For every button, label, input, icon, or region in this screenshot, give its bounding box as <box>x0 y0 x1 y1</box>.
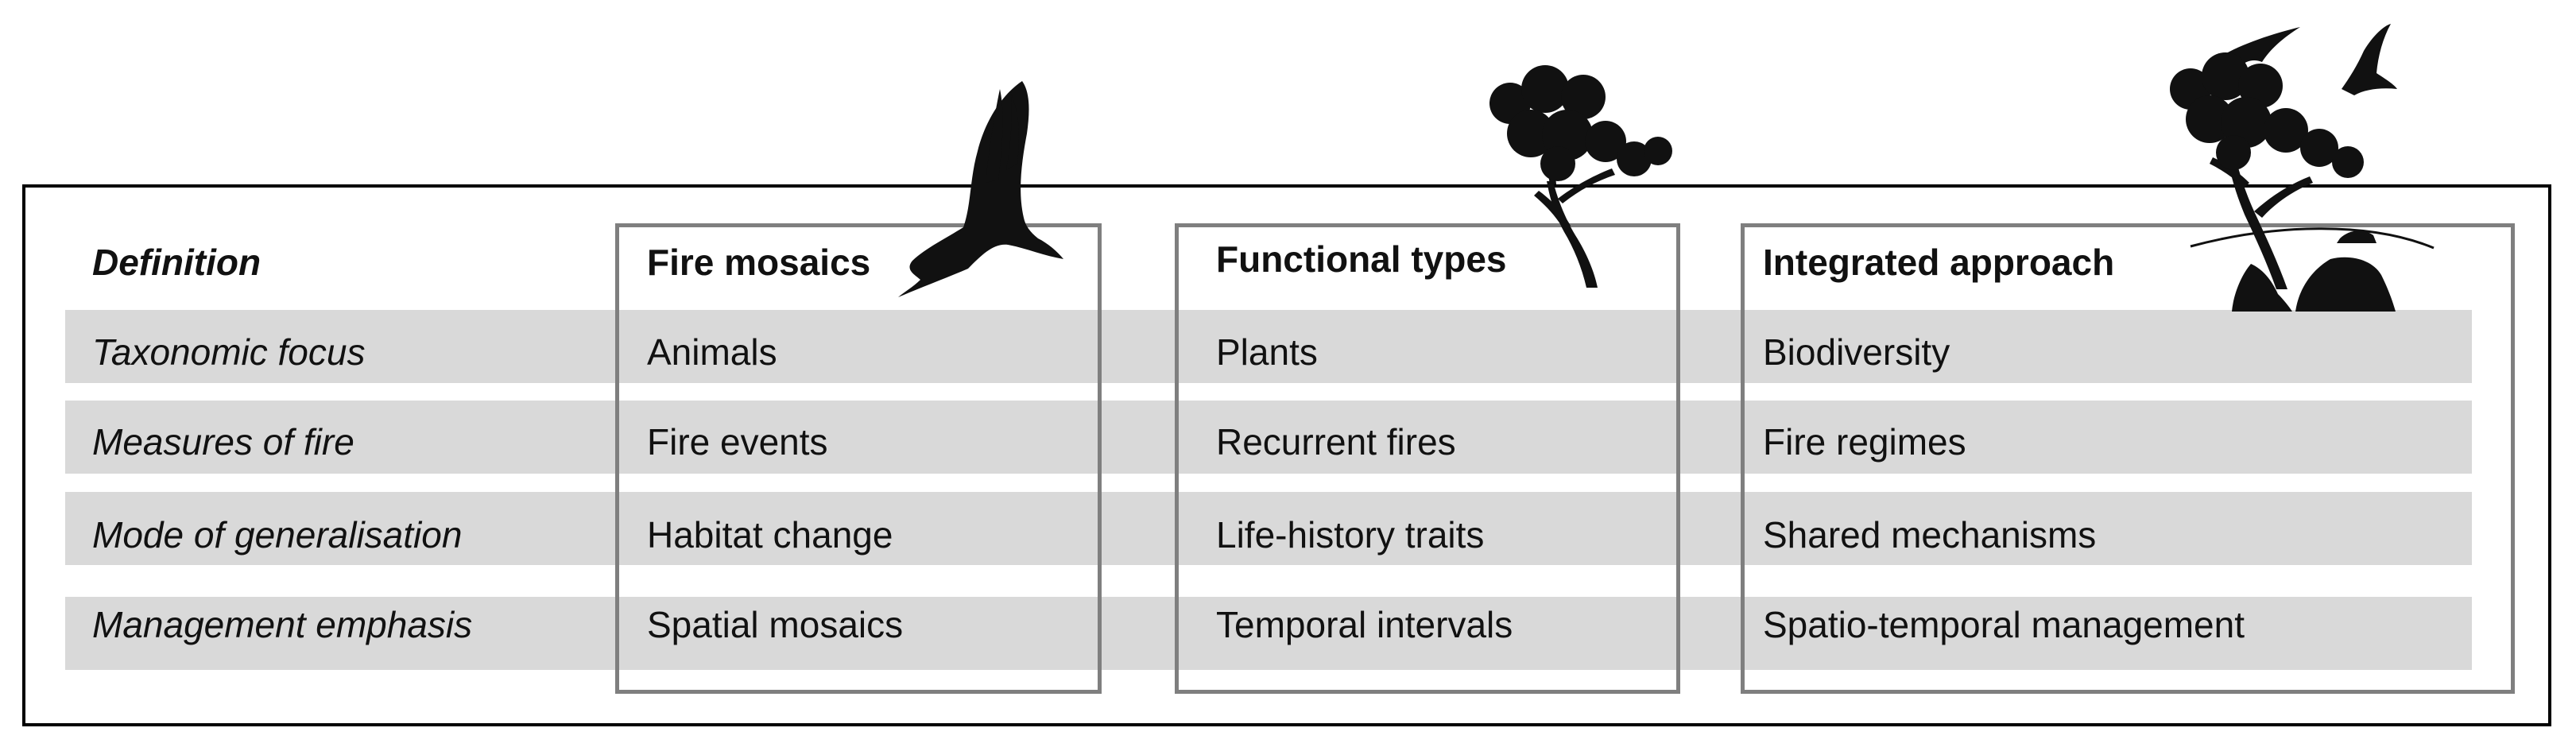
column-box-integrated-approach <box>1741 223 2515 694</box>
cell-management-emphasis-functional-types: Temporal intervals <box>1216 604 1513 645</box>
tree-with-grass-and-birds-icon <box>2170 24 2435 312</box>
tree-silhouette-icon <box>1489 65 1672 288</box>
cell-measures-of-fire-integrated-approach: Fire regimes <box>1763 421 1966 463</box>
cell-management-emphasis-fire-mosaics: Spatial mosaics <box>647 604 904 645</box>
eagle-silhouette-icon <box>898 81 1063 297</box>
header-definition: Definition <box>92 242 261 283</box>
column-header-functional-types: Functional types <box>1216 238 1507 280</box>
row-band-taxonomic-focus <box>65 310 2472 383</box>
cell-taxonomic-focus-fire-mosaics: Animals <box>647 331 777 373</box>
row-band-mode-of-generalisation <box>65 492 2472 565</box>
cell-mode-of-generalisation-fire-mosaics: Habitat change <box>647 514 893 556</box>
cell-mode-of-generalisation-functional-types: Life-history traits <box>1216 514 1485 556</box>
column-box-fire-mosaics <box>615 223 1102 694</box>
row-label-measures-of-fire: Measures of fire <box>92 421 354 463</box>
column-header-fire-mosaics: Fire mosaics <box>647 242 871 283</box>
cell-mode-of-generalisation-integrated-approach: Shared mechanisms <box>1763 514 2097 556</box>
row-band-measures-of-fire <box>65 401 2472 474</box>
row-label-management-emphasis: Management emphasis <box>92 604 473 645</box>
cell-taxonomic-focus-functional-types: Plants <box>1216 331 1318 373</box>
cell-management-emphasis-integrated-approach: Spatio-temporal management <box>1763 604 2245 645</box>
diagram-frame <box>22 184 2551 726</box>
column-header-integrated-approach: Integrated approach <box>1763 242 2115 283</box>
row-band-management-emphasis <box>65 597 2472 670</box>
cell-taxonomic-focus-integrated-approach: Biodiversity <box>1763 331 1950 373</box>
column-box-functional-types <box>1175 223 1680 694</box>
row-label-taxonomic-focus: Taxonomic focus <box>92 331 366 373</box>
cell-measures-of-fire-functional-types: Recurrent fires <box>1216 421 1456 463</box>
cell-measures-of-fire-fire-mosaics: Fire events <box>647 421 828 463</box>
row-label-mode-of-generalisation: Mode of generalisation <box>92 514 463 556</box>
